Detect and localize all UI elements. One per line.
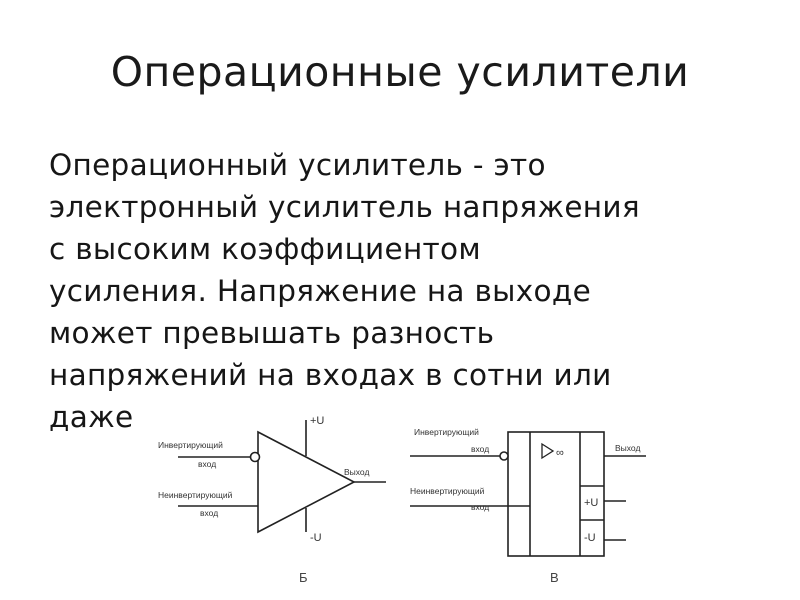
opamp-block [507, 431, 605, 557]
rect-output-label: Выход [615, 443, 640, 453]
inverting-input-circle [249, 451, 261, 463]
buffer-triangle [541, 442, 555, 460]
noninverting-input-label-2: вход [200, 508, 218, 518]
body-line: усиления. Напряжение на выходе [49, 274, 592, 308]
rect-noninverting-input-label-2: вход [471, 502, 489, 512]
opamp-diagrams-svg: Инвертирующий вход Неинвертирующий вход … [158, 415, 646, 585]
plus-u-label: +U [310, 415, 324, 427]
opamp-triangle [257, 430, 356, 534]
opamp-diagrams-image: Инвертирующий вход Неинвертирующий вход … [148, 408, 800, 600]
body-line: даже [49, 400, 134, 434]
opamp-triangle-symbol [178, 420, 386, 534]
infinity-symbol: ∞ [556, 447, 564, 459]
body-line: с высоким коэффициентом [49, 232, 481, 266]
noninverting-input-label: Неинвертирующий [158, 490, 233, 500]
rect-inverting-input-label: Инвертирующий [414, 427, 479, 437]
figure-label-b: Б [299, 570, 308, 585]
inverting-input-label-2: вход [198, 459, 216, 469]
slide-body-text: Операционный усилитель - это электронный… [49, 144, 769, 438]
minus-u-label: -U [310, 532, 322, 544]
rect-minus-u-label: -U [584, 532, 596, 544]
figure-label-v: В [550, 570, 559, 585]
body-line: напряжений на входах в сотни или [49, 358, 612, 392]
rect-noninverting-input-label: Неинвертирующий [410, 486, 485, 496]
slide-title: Операционные усилители [110, 48, 690, 96]
body-line: может превышать разность [49, 316, 495, 350]
rect-inverting-input-label-2: вход [471, 444, 489, 454]
body-line: электронный усилитель напряжения [49, 190, 640, 224]
body-line: Операционный усилитель - это [49, 148, 546, 182]
rect-plus-u-label: +U [584, 497, 598, 509]
opamp-rect-symbol [410, 431, 646, 557]
inverting-input-label: Инвертирующий [158, 440, 223, 450]
rect-inverting-input-circle [499, 451, 509, 461]
output-label: Выход [344, 467, 369, 477]
